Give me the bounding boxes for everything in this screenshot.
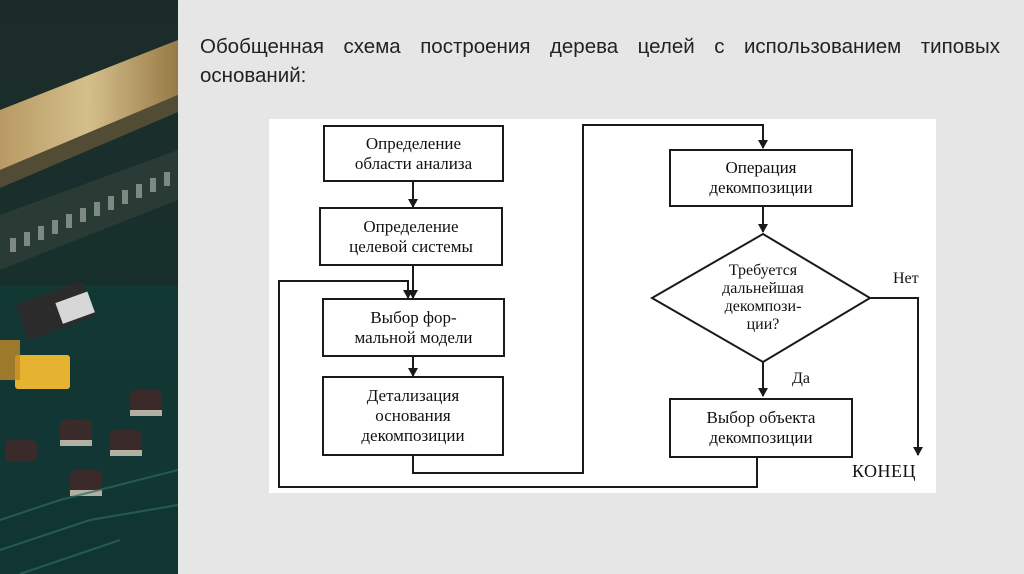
label-no: Нет bbox=[893, 270, 919, 287]
label-end: КОНЕЦ bbox=[852, 461, 917, 481]
decision-diamond bbox=[649, 232, 872, 364]
arrow-decision-no bbox=[870, 297, 923, 456]
step-define-analysis-area: Определение области анализа bbox=[323, 125, 504, 182]
step-choose-formal-model: Выбор фор- мальной модели bbox=[322, 298, 505, 357]
step-detail-decomposition-basis: Детализация основания декомпозиции bbox=[322, 376, 504, 456]
step-define-target-system: Определение целевой системы bbox=[319, 207, 503, 266]
decision-question: Требуется дальнейшая декомпози- ции? bbox=[722, 262, 804, 333]
circuit-board-image bbox=[0, 0, 178, 574]
step-choose-decomposition-object: Выбор объекта декомпозиции bbox=[669, 398, 853, 458]
arrow-step4-to-operation bbox=[412, 124, 768, 474]
step-decomposition-operation: Операция декомпозиции bbox=[669, 149, 853, 207]
label-yes: Да bbox=[792, 370, 811, 387]
circuit-board-art bbox=[0, 0, 178, 574]
slide-title: Обобщенная схема построения дерева целей… bbox=[200, 35, 1000, 87]
arrow-loop-back bbox=[278, 280, 758, 488]
